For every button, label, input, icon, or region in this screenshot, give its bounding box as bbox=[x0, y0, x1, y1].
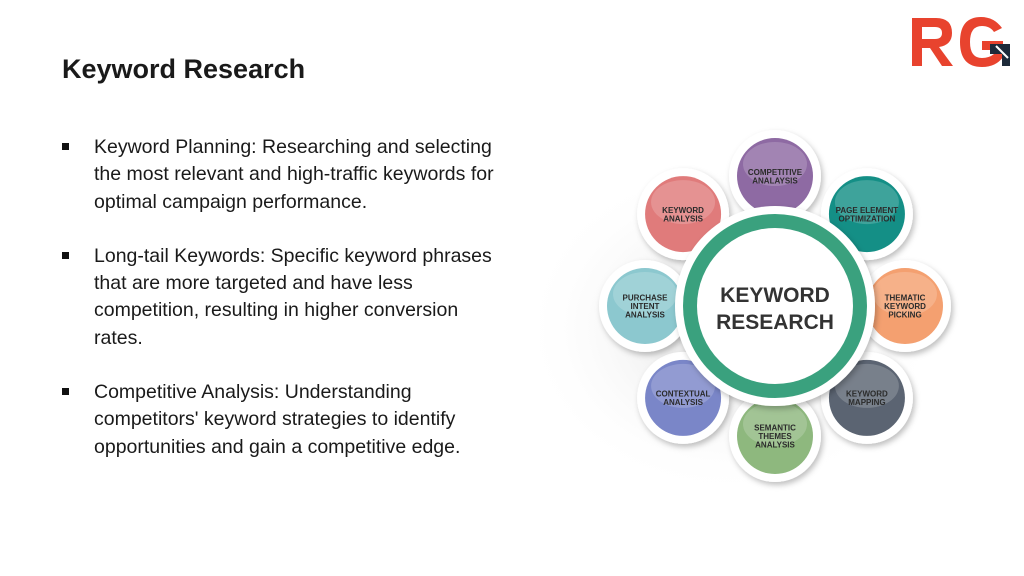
rg-logo-icon bbox=[912, 17, 1010, 67]
node-label: KEYWORD bbox=[884, 302, 926, 311]
node-label: THEMATIC bbox=[885, 294, 926, 303]
rg-logo bbox=[906, 8, 1016, 72]
node-label: ANALYSIS bbox=[755, 441, 795, 450]
node-fill bbox=[867, 268, 943, 344]
node-label: CONTEXTUAL bbox=[656, 390, 711, 399]
node-fill bbox=[737, 398, 813, 474]
center-label-line1: KEYWORD bbox=[720, 284, 830, 307]
node-label: ANALYSIS bbox=[625, 311, 665, 320]
node-fill bbox=[828, 359, 905, 436]
node-fill bbox=[645, 359, 722, 436]
node-fill bbox=[645, 176, 722, 253]
node-highlight bbox=[743, 142, 807, 186]
node-fill bbox=[737, 138, 813, 214]
bullet-text: Long-tail Keywords: Specific keyword phr… bbox=[94, 244, 492, 349]
node-highlight bbox=[743, 402, 807, 446]
node-label: KEYWORD bbox=[662, 206, 704, 215]
node-label: SEMANTIC bbox=[754, 424, 796, 433]
node-label: ANALYSIS bbox=[663, 398, 703, 407]
node-highlight bbox=[834, 363, 899, 408]
node-highlight bbox=[873, 272, 937, 316]
node-label: PICKING bbox=[888, 311, 921, 320]
node-highlight bbox=[834, 180, 899, 225]
node-fill bbox=[607, 268, 683, 344]
node-fill bbox=[828, 176, 905, 253]
bullet-item: Long-tail Keywords: Specific keyword phr… bbox=[62, 243, 502, 352]
square-bullet-icon bbox=[62, 143, 69, 150]
node-label: THEMES bbox=[758, 432, 792, 441]
node-label: KEYWORD bbox=[846, 390, 888, 399]
bullet-text: Keyword Planning: Researching and select… bbox=[94, 136, 494, 213]
square-bullet-icon bbox=[62, 251, 69, 259]
node-label: OPTIMIZATION bbox=[839, 214, 896, 223]
bullet-item: Keyword Planning: Researching and select… bbox=[62, 134, 502, 216]
bullet-item: Competitive Analysis: Understanding comp… bbox=[62, 379, 502, 461]
node-highlight bbox=[613, 272, 677, 316]
node-label: ANALYSIS bbox=[663, 214, 703, 223]
node-highlight bbox=[651, 180, 716, 225]
square-bullet-icon bbox=[62, 388, 69, 396]
node-label: MAPPING bbox=[848, 398, 885, 407]
center-label-line2: RESEARCH bbox=[716, 311, 834, 334]
node-highlight bbox=[651, 363, 716, 408]
center-hub: KEYWORD RESEARCH bbox=[675, 206, 875, 406]
bullet-text: Competitive Analysis: Understanding comp… bbox=[94, 381, 461, 458]
node-label: PURCHASE bbox=[623, 294, 669, 303]
node-label: ANALAYSIS bbox=[752, 176, 798, 185]
node-label: COMPETITIVE bbox=[748, 168, 803, 177]
bullet-list: Keyword Planning: Researching and select… bbox=[62, 134, 502, 488]
node-label: PAGE ELEMENT bbox=[836, 206, 899, 215]
slide-title: Keyword Research bbox=[62, 54, 306, 84]
node-label: INTENT bbox=[631, 302, 660, 311]
